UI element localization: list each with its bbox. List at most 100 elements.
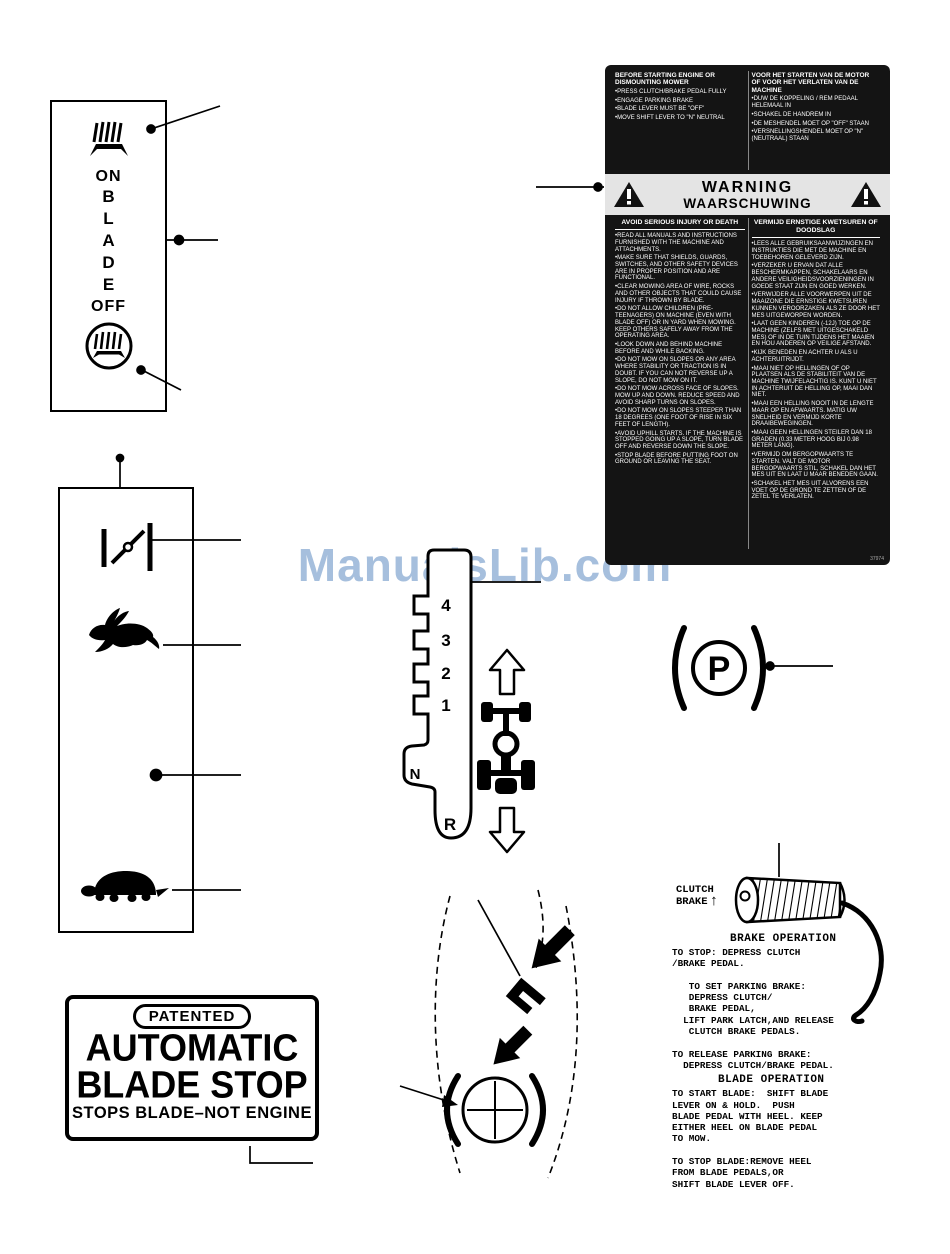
callout-line — [477, 899, 521, 977]
automatic-blade-stop-decal: PATENTED AUTOMATIC BLADE STOP STOPS BLAD… — [65, 995, 319, 1141]
column-heading: BEFORE STARTING ENGINE OR DISMOUNTING MO… — [615, 72, 715, 87]
instruction-line: TO START BLADE: SHIFT BLADE — [672, 1088, 829, 1100]
instruction-line: TO STOP: DEPRESS CLUTCH — [672, 947, 801, 958]
ground-speed-decal — [58, 487, 194, 933]
instruction-line: TO RELEASE PARKING BRAKE: — [672, 1048, 812, 1060]
bullet-list: •LEES ALLE GEBRUIKSAANWIJZINGEN EN INSTR… — [752, 241, 881, 501]
blade-operation-heading: BLADE OPERATION — [718, 1074, 825, 1087]
part-number: 37974 — [870, 556, 884, 562]
instruction-line — [672, 1037, 867, 1048]
parking-brake-icon: P — [672, 625, 766, 711]
shift-gate-outline — [402, 548, 473, 840]
before-starting-column-nl: VOOR HET STARTEN VAN DE MOTOR OF VOOR HE… — [747, 71, 884, 170]
callout-dot — [115, 453, 125, 463]
speed-lever-icon — [101, 523, 153, 571]
reverse-arrow-icon — [488, 806, 526, 854]
bullet-item: •VERWIJDER ALLE VOORWERPEN UIT DE MAAIZO… — [751, 292, 880, 319]
avoid-injury-column-en: AVOID SERIOUS INJURY OR DEATH •READ ALL … — [612, 218, 748, 549]
callout-dot — [593, 182, 603, 192]
before-starting-column-en: BEFORE STARTING ENGINE OR DISMOUNTING MO… — [612, 71, 748, 170]
height-clip-icon — [505, 977, 546, 1015]
instruction-line: CLUTCH BRAKE PEDALS. — [672, 1026, 801, 1038]
pedal-icon — [734, 876, 884, 1024]
bullet-item: •DO NOT MOW ACROSS FACE OF SLOPES. MOW U… — [615, 386, 740, 406]
bullet-item: •LAAT GEEN KINDEREN (-12J) TOE OP DE MAC… — [751, 321, 875, 348]
bullet-item: •CLEAR MOWING AREA OF WIRE, ROCKS AND OT… — [615, 284, 742, 304]
instruction-line: LEVER ON & HOLD. PUSH — [672, 1099, 795, 1111]
bullet-item: •SCHAKEL HET MES UIT ALVORENS EEN VOET O… — [751, 481, 869, 501]
instruction-line: EITHER HEEL ON BLADE PEDAL — [672, 1122, 818, 1134]
instruction-line: TO SET PARKING BRAKE: — [672, 980, 806, 992]
decal-lower-section: AVOID SERIOUS INJURY OR DEATH •READ ALL … — [612, 218, 883, 549]
bullet-item: •MAAI GEEN HELLINGEN STEILER DAN 18 GRAD… — [751, 430, 872, 450]
gear-label-R: R — [444, 815, 456, 834]
blade-shape — [92, 351, 125, 358]
warning-band: WARNING WAARSCHUWING — [605, 174, 890, 215]
warning-title: WARNING WAARSCHUWING — [645, 179, 850, 211]
bullet-item: •SCHAKEL DE HANDREM IN — [751, 111, 832, 118]
bullet-item: •MOVE SHIFT LEVER TO "N" NEUTRAL — [615, 115, 725, 122]
blade-stop-line2: BLADE STOP — [76, 1062, 308, 1107]
bullet-item: •VERMIJD OM BERGOPWAARTS TE STARTEN. VAL… — [751, 452, 878, 479]
warning-triangle-icon — [851, 181, 881, 207]
patented-badge: PATENTED — [132, 1004, 252, 1029]
bullet-item: •BLADE LEVER MUST BE "OFF" — [615, 106, 705, 113]
bullet-item: •READ ALL MANUALS AND INSTRUCTIONS FURNI… — [615, 233, 737, 253]
dashed-guide-right — [547, 905, 579, 1179]
warning-decal: BEFORE STARTING ENGINE OR DISMOUNTING MO… — [605, 65, 890, 565]
bullet-item: •PRESS CLUTCH/BRAKE PEDAL FULLY — [615, 88, 727, 95]
bullet-list: •READ ALL MANUALS AND INSTRUCTIONS FURNI… — [615, 233, 745, 466]
bullet-item: •DO NOT ALLOW CHILDREN (PRE-TEENAGERS) O… — [615, 306, 736, 340]
bullet-item: •MAAI EEN HELLING NOOIT IN DE LENGTE MAA… — [751, 401, 874, 428]
blade-stop-line3: STOPS BLADE–NOT ENGINE — [72, 1104, 312, 1122]
warning-triangle-icon — [614, 181, 644, 207]
clutch-brake-label: CLUTCH BRAKE↑ — [676, 884, 719, 910]
callout-arrowhead — [442, 1095, 458, 1107]
brake-operation-heading: BRAKE OPERATION — [730, 933, 837, 945]
gear-label-1: 1 — [441, 696, 450, 715]
shift-gate-icon: 4 3 2 1 N R — [402, 548, 473, 840]
instruction-line: BRAKE PEDAL, — [672, 1003, 756, 1015]
bullet-item: •STOP BLADE BEFORE PUTTING FOOT ON GROUN… — [615, 452, 738, 466]
instruction-line: LIFT PARK LATCH,AND RELEASE — [672, 1014, 834, 1026]
warning-title-nl: WAARSCHUWING — [683, 195, 812, 211]
forward-arrow-icon — [488, 648, 526, 696]
bullet-item: •LEES ALLE GEBRUIKSAANWIJZINGEN EN INSTR… — [751, 241, 873, 261]
blade-letter: B — [102, 187, 115, 206]
instruction-line: TO STOP BLADE:REMOVE HEEL — [672, 1156, 812, 1168]
direction-arrow-icon — [531, 925, 575, 969]
clutch-text: CLUTCH — [676, 884, 714, 896]
decal-top-section: BEFORE STARTING ENGINE OR DISMOUNTING MO… — [612, 71, 883, 170]
instruction-line: /BRAKE PEDAL. — [672, 958, 745, 970]
instruction-line: TO MOW. — [672, 1133, 712, 1145]
bullet-item: •DO NOT MOW ON SLOPES OR ANY AREA WHERE … — [615, 357, 736, 384]
direction-arrow-icon — [493, 1025, 533, 1065]
up-arrow-icon: ↑ — [709, 893, 719, 910]
bullet-item: •AVOID UPHILL STARTS. IF THE MACHINE IS … — [615, 430, 744, 450]
height-adjust-decal — [399, 889, 579, 1179]
bullet-item: •DUW DE KOPPELING / REM PEDAAL HELEMAAL … — [751, 96, 858, 110]
parking-p-letter: P — [708, 650, 731, 688]
instruction-line: FROM BLADE PEDALS,OR — [672, 1167, 784, 1179]
blade-letter: D — [102, 253, 115, 272]
bullet-item: •ENGAGE PARKING BRAKE — [615, 97, 694, 104]
instruction-line: DEPRESS CLUTCH/ — [672, 992, 773, 1004]
instruction-line: DEPRESS CLUTCH/BRAKE PEDAL. — [672, 1059, 834, 1071]
brake-text: BRAKE↑ — [676, 893, 719, 910]
turtle-slow-icon — [81, 871, 169, 902]
callout-line — [249, 1146, 313, 1164]
instruction-line — [672, 1145, 867, 1156]
bullet-item: •MAKE SURE THAT SHIELDS, GUARDS, SWITCHE… — [615, 255, 738, 282]
blade-letter: L — [103, 209, 114, 228]
instruction-line — [672, 970, 867, 981]
instruction-line: BLADE PEDAL WITH HEEL. KEEP — [672, 1110, 823, 1122]
gear-label-3: 3 — [441, 631, 450, 650]
brake-instruction-lines: TO STOP: DEPRESS CLUTCH/BRAKE PEDAL. TO … — [672, 947, 867, 1071]
rabbit-fast-icon — [89, 608, 160, 652]
blade-shape — [89, 144, 128, 156]
blade-stop-line1: AUTOMATIC — [85, 1025, 299, 1070]
